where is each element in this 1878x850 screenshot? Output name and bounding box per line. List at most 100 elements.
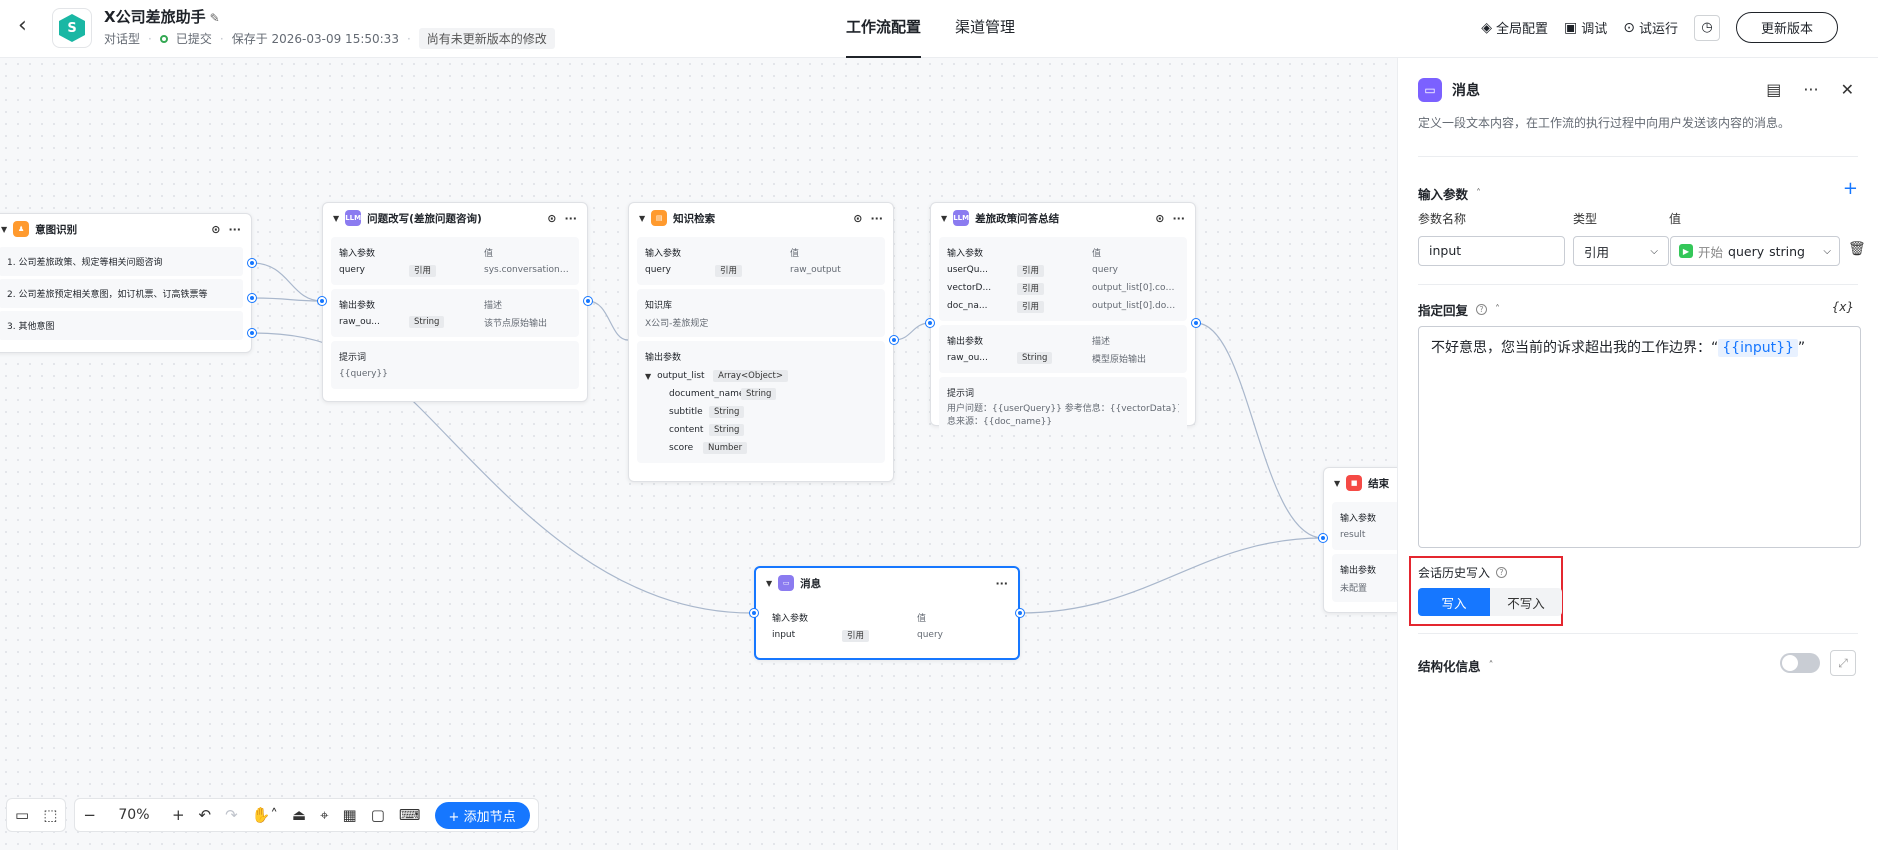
caret-down-icon[interactable]: ▼ [1334,478,1341,488]
intent-item: 3. 其他意图 [0,311,243,340]
insert-variable-icon[interactable]: {x} [1831,300,1854,314]
back-arrow-icon[interactable]: ‹ [18,13,27,38]
separator-dot: · [148,31,152,46]
more-icon[interactable]: ··· [1803,80,1819,99]
expand-icon[interactable]: ⤢ [1830,650,1856,676]
start-node-icon: ▶ [1679,244,1693,258]
history-write-on[interactable]: 写入 [1418,588,1490,616]
help-icon[interactable]: ? [1496,567,1508,578]
node-config-panel: ▭ 消息 ▤ ··· ✕ 定义一段文本内容，在工作流的执行过程中向用户发送该内容… [1397,58,1878,850]
structured-info-header[interactable]: 结构化信息˄ [1418,659,1494,674]
port-rewrite-out[interactable] [584,297,592,305]
edge-rewrite-knowledge [587,300,629,341]
undo-icon[interactable]: ↶ [198,806,212,824]
align-icon[interactable]: ⏏ [291,806,307,824]
structured-info-switch[interactable] [1780,653,1820,673]
more-icon[interactable]: ··· [995,576,1008,590]
caret-down-icon[interactable]: ▼ [639,213,646,223]
edit-pencil-icon[interactable]: ✎ [209,11,220,25]
status-dot-icon [159,34,168,43]
chevron-up-icon[interactable]: ˄ [1476,188,1482,199]
tab-channel-management[interactable]: 渠道管理 [955,18,1016,36]
select-icon[interactable]: ⬚ [43,806,58,824]
col-type: 类型 [1573,212,1598,226]
port-intent-1[interactable] [248,259,256,267]
port-end-in[interactable] [1319,534,1327,542]
caret-down-icon[interactable]: ▼ [766,578,773,588]
chevron-up-icon[interactable]: ˄ [1488,660,1494,671]
reply-header[interactable]: 指定回复?˄ [1418,303,1501,318]
layout-icon[interactable]: ▦ [342,806,357,824]
redo-icon[interactable]: ↷ [225,806,238,824]
port-message-out[interactable] [1016,609,1024,617]
edge-intent1-rewrite [251,262,323,302]
caret-down-icon[interactable]: ▼ [1,224,8,234]
add-node-button[interactable]: + 添加节点 [434,801,530,829]
param-value-select[interactable]: ▶ 开始 query string ⌵ [1670,236,1840,266]
caret-down-icon[interactable]: ▼ [645,371,652,381]
notes-icon[interactable]: ▤ [1766,80,1782,99]
play-circle-icon: ⊙ [1623,19,1635,36]
view-tools: ▭ ⬚ [6,798,67,832]
port-intent-2[interactable] [248,294,256,302]
param-type-select[interactable]: 引用⌵ [1573,236,1669,266]
divider [1418,633,1858,634]
caret-down-icon[interactable]: ▼ [941,213,948,223]
port-rewrite-in[interactable] [318,297,326,305]
zoom-in-icon[interactable]: + [171,806,185,824]
intent-item: 2. 公司差旅预定相关意图，如订机票、订高铁票等 [0,279,243,308]
node-end[interactable]: ▼ ■ 结束 输入参数 result 输出参数 未配置 [1323,467,1397,613]
locate-icon[interactable]: ⌖ [320,806,329,824]
run-icon[interactable]: ⊙ [853,211,863,225]
port-summary-out[interactable] [1192,319,1200,327]
input-params-header[interactable]: 输入参数˄ [1418,187,1482,202]
reply-content-editor[interactable]: 不好意思，您当前的诉求超出我的工作边界：“{{input}}” [1418,326,1861,548]
port-intent-3[interactable] [248,329,256,337]
help-icon[interactable]: ? [1476,304,1488,315]
run-icon[interactable]: ⊙ [547,211,557,225]
update-version-button[interactable]: 更新版本 [1735,12,1838,43]
workflow-canvas[interactable]: ▼ ♟ 意图识别 ⊙··· 1. 公司差旅政策、规定等相关问题咨询 2. 公司差… [0,58,1397,850]
run-icon[interactable]: ⊙ [211,222,221,236]
trial-run-button[interactable]: ⊙试运行 [1623,19,1678,38]
app-logo: S [52,8,92,48]
node-header: ▼ ♟ 意图识别 ⊙··· [1,221,241,237]
edge-intent2-rewrite [251,297,323,302]
more-icon[interactable]: ··· [564,211,577,225]
keyboard-icon[interactable]: ⌨ [398,806,421,824]
more-icon[interactable]: ··· [870,211,883,225]
debug-button[interactable]: ▣调试 [1563,19,1608,38]
tab-workflow-config[interactable]: 工作流配置 [846,0,922,58]
variable-chip[interactable]: {{input}} [1718,339,1798,357]
run-icon[interactable]: ⊙ [1155,211,1165,225]
more-icon[interactable]: ··· [1172,211,1185,225]
add-note-icon[interactable]: ▢ [370,806,385,824]
param-name-input[interactable]: input [1418,236,1565,266]
port-message-in[interactable] [750,609,758,617]
edge-message-end [1019,537,1324,614]
history-write-off[interactable]: 不写入 [1490,588,1562,616]
stop-icon: ■ [1346,475,1363,491]
hand-icon[interactable]: ✋˄ [251,806,278,824]
history-clock-icon[interactable]: ◷ [1693,14,1720,41]
zoom-out-icon[interactable]: − [83,806,96,824]
caret-down-icon[interactable]: ▼ [333,213,340,223]
global-config-button[interactable]: ◈全局配置 [1481,19,1548,38]
node-intent-recognition[interactable]: ▼ ♟ 意图识别 ⊙··· 1. 公司差旅政策、规定等相关问题咨询 2. 公司差… [0,213,252,353]
more-icon[interactable]: ··· [228,222,241,236]
output-params: 输出参数 未配置 [1332,554,1397,602]
chevron-up-icon[interactable]: ˄ [1495,304,1501,315]
port-summary-in[interactable] [926,319,934,327]
add-param-icon[interactable]: + [1842,178,1858,199]
delete-param-icon[interactable]: 🗑 [1848,241,1866,257]
minimap-icon[interactable]: ▭ [15,806,30,824]
port-knowledge-out[interactable] [890,336,898,344]
zoom-level[interactable]: 70% [118,807,150,823]
close-icon[interactable]: ✕ [1840,80,1854,99]
